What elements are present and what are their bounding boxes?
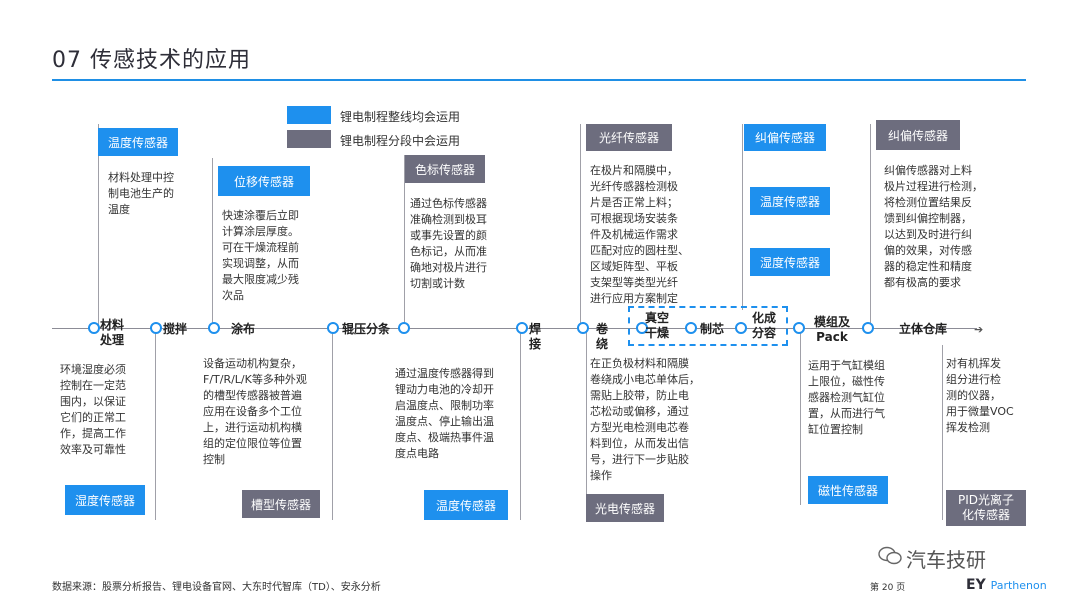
- stage-label: 材料 处理: [100, 318, 125, 347]
- stage-label: 搅拌: [163, 322, 188, 336]
- sensor-badge: 温度传感器: [424, 490, 508, 520]
- connector-line: [586, 330, 587, 520]
- sensor-description: 材料处理中控 制电池生产的 温度: [108, 171, 174, 216]
- brand-logo: EY Parthenon: [966, 577, 1047, 593]
- timeline-node: [793, 322, 805, 334]
- legend-label-gray: 锂电制程分段中会运用: [340, 134, 461, 148]
- stage-label: 焊 接: [529, 322, 542, 351]
- connector-line: [580, 124, 581, 330]
- sensor-description: 在极片和隔膜中， 光纤传感器检测极 片是否正常上料； 可根据现场安装条 件及机械…: [590, 164, 689, 305]
- timeline-node: [685, 322, 697, 334]
- sensor-badge: 光纤传感器: [586, 124, 672, 151]
- sensor-description: 环境湿度必须 控制在一定范 围内，以保证 它们的正常工 作，提高工作 效率及可靠…: [60, 363, 126, 456]
- legend-swatch-blue: [287, 106, 331, 124]
- arrow-right-icon: ➔: [974, 323, 984, 336]
- wechat-icon: [878, 546, 902, 565]
- connector-line: [942, 345, 943, 520]
- page-title: 07 传感技术的应用: [52, 48, 251, 73]
- sensor-description: 设备运动机构复杂， F/T/R/L/K等多种外观 的槽型传感器被普遍 应用在设备…: [203, 357, 307, 466]
- connector-line: [404, 155, 405, 330]
- watermark: 汽车技研: [906, 548, 986, 572]
- timeline-node: [577, 322, 589, 334]
- legend-swatch-gray: [287, 130, 331, 148]
- connector-line: [800, 330, 801, 505]
- timeline-node: [88, 322, 100, 334]
- connector-line: [212, 158, 213, 330]
- timeline-node: [636, 322, 648, 334]
- timeline-node: [150, 322, 162, 334]
- title-rule: [52, 79, 1026, 81]
- connector-line: [742, 124, 743, 310]
- stage-label: 立体仓库: [899, 322, 948, 336]
- legend-label-blue: 锂电制程整线均会运用: [340, 110, 461, 124]
- dashed-group-box: [628, 306, 788, 346]
- sensor-badge: 色标传感器: [405, 155, 485, 183]
- stage-label: 制芯: [700, 322, 725, 336]
- sensor-badge: 湿度传感器: [750, 248, 830, 276]
- sensor-description: 通过色标传感器 准确检测到极耳 或事先设置的颜 色标记，从而准 确地对极片进行 …: [410, 197, 487, 290]
- timeline-node: [735, 322, 747, 334]
- connector-line: [155, 330, 156, 520]
- connector-line: [870, 124, 871, 330]
- sensor-description: 快速涂覆后立即 计算涂层厚度。 可在干燥流程前 实现调整，从而 最大限度减少残 …: [222, 209, 299, 302]
- stage-label: 化成 分容: [752, 311, 777, 340]
- sensor-badge: 纠偏传感器: [876, 120, 960, 150]
- sensor-badge: 磁性传感器: [808, 476, 888, 504]
- brand-mark: EY: [966, 577, 986, 593]
- page-number: 第 20 页: [870, 583, 906, 593]
- source-note: 数据来源：股票分析报告、锂电设备官网、大东时代智库（TD）、安永分析: [52, 582, 381, 593]
- stage-label: 真空 干燥: [645, 311, 670, 340]
- sensor-badge: 槽型传感器: [242, 490, 320, 518]
- sensor-description: 通过温度传感器得到 锂动力电池的冷却开 启温度点、限制功率 温度点、停止输出温 …: [395, 367, 494, 460]
- sensor-description: 运用于气缸模组 上限位，磁性传 感器检测气缸位 置，从而进行气 缸位置控制: [808, 359, 885, 436]
- timeline-node: [516, 322, 528, 334]
- sensor-description: 在正负极材料和隔膜 卷绕成小电芯单体后， 需贴上胶带，防止电 芯松动或偏移，通过…: [590, 357, 700, 482]
- sensor-badge: 温度传感器: [98, 128, 178, 156]
- sensor-badge: 纠偏传感器: [744, 124, 826, 151]
- stage-label: 卷 绕: [596, 322, 609, 351]
- sensor-description: 对有机挥发 组分进行检 测的仪器， 用于微量VOC 挥发检测: [946, 357, 1014, 434]
- connector-line: [332, 330, 333, 520]
- sensor-description: 纠偏传感器对上料 极片过程进行检测， 将检测位置结果反 馈到纠偏控制器， 以达到…: [884, 164, 983, 289]
- timeline-node: [327, 322, 339, 334]
- timeline-node: [208, 322, 220, 334]
- timeline-node: [398, 322, 410, 334]
- connector-line: [98, 124, 99, 330]
- brand-sub: Parthenon: [990, 579, 1047, 592]
- sensor-badge: 光电传感器: [586, 494, 664, 522]
- sensor-badge: PID光离子 化传感器: [946, 490, 1026, 526]
- sensor-badge: 位移传感器: [218, 166, 310, 196]
- stage-label: 辊压分条: [342, 322, 391, 336]
- timeline-node: [862, 322, 874, 334]
- sensor-badge: 温度传感器: [750, 187, 830, 215]
- stage-label: 模组及 Pack: [814, 315, 851, 344]
- process-timeline: [52, 328, 977, 329]
- sensor-badge: 湿度传感器: [65, 485, 145, 515]
- stage-label: 涂布: [231, 322, 256, 336]
- connector-line: [520, 330, 521, 520]
